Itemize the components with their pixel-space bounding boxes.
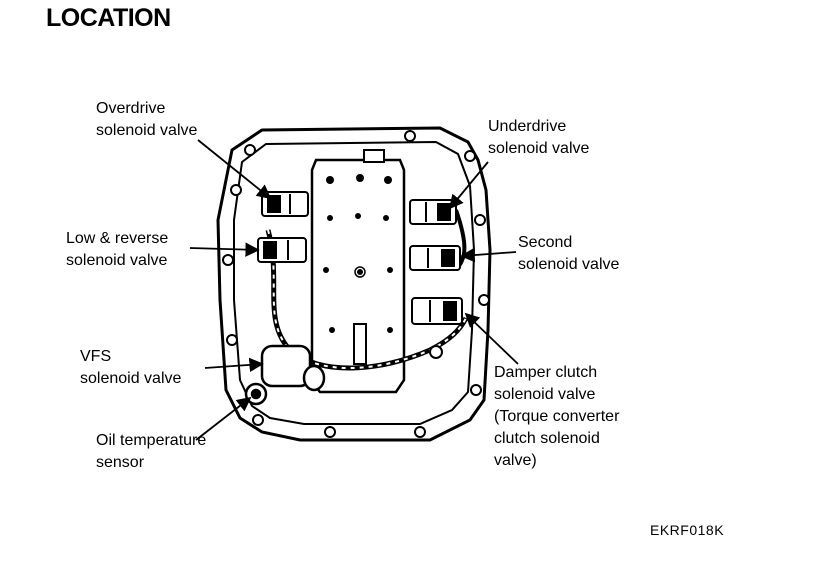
damper-clutch-solenoid bbox=[411, 297, 463, 325]
housing-bolts bbox=[222, 130, 490, 438]
leader-low-reverse bbox=[189, 242, 260, 257]
second-solenoid bbox=[409, 245, 461, 271]
overdrive-solenoid bbox=[261, 191, 309, 217]
leader-damper bbox=[464, 312, 519, 365]
oil-temperature-sensor bbox=[244, 382, 268, 406]
label-oil-temperature-sensor: Oil temperature sensor bbox=[96, 432, 207, 471]
underdrive-solenoid bbox=[409, 199, 457, 225]
leader-underdrive bbox=[448, 161, 489, 210]
label-damper-clutch-solenoid-valve: Damper clutch solenoid valve (Torque con… bbox=[494, 364, 620, 469]
leader-overdrive bbox=[197, 139, 272, 200]
leader-second bbox=[460, 247, 517, 263]
plate-bolts bbox=[323, 174, 393, 333]
label-vfs-solenoid-valve: VFS solenoid valve bbox=[80, 348, 182, 387]
housing-outline bbox=[216, 126, 492, 442]
label-overdrive-solenoid-valve: Overdrive solenoid valve bbox=[96, 100, 198, 139]
leader-lines bbox=[189, 139, 519, 441]
label-low-reverse-solenoid-valve: Low & reverse solenoid valve bbox=[66, 230, 169, 269]
page-title: LOCATION bbox=[46, 4, 171, 32]
vfs-solenoid bbox=[260, 344, 326, 392]
label-underdrive-solenoid-valve: Underdrive solenoid valve bbox=[488, 118, 590, 157]
figure-code: EKRF018K bbox=[650, 522, 725, 538]
label-second-solenoid-valve: Second solenoid valve bbox=[518, 234, 620, 273]
leader-oil-temp bbox=[195, 396, 252, 441]
low-reverse-solenoid bbox=[257, 237, 307, 263]
leader-vfs bbox=[204, 357, 264, 373]
housing-inner bbox=[233, 140, 476, 425]
